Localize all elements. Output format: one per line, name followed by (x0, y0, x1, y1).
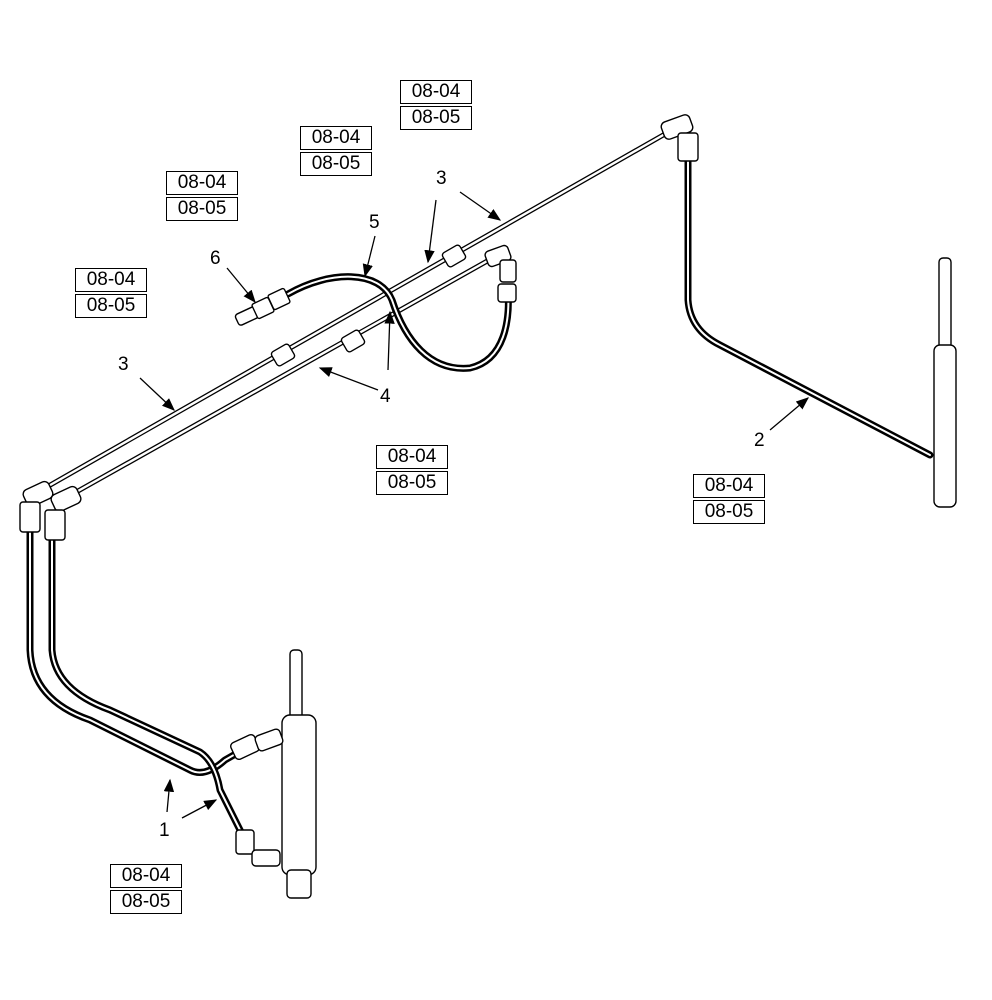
reference-box[interactable]: 08-04 (75, 268, 147, 292)
reference-box[interactable]: 08-05 (166, 197, 238, 221)
callout-3-right: 3 (436, 168, 447, 189)
reference-box[interactable]: 08-04 (166, 171, 238, 195)
callout-6: 6 (210, 248, 221, 269)
elbow-fitting (19, 480, 82, 541)
reference-box-group: 08-04 08-05 (693, 474, 765, 526)
reference-box[interactable]: 08-05 (400, 106, 472, 130)
leader-lines (139, 191, 809, 819)
elbow-fitting (660, 114, 699, 162)
cylinder-right (933, 257, 957, 508)
callout-1: 1 (159, 820, 170, 841)
reference-box[interactable]: 08-05 (300, 152, 372, 176)
tube-4 (59, 252, 501, 503)
reference-box[interactable]: 08-05 (376, 471, 448, 495)
tube-nut (270, 244, 467, 367)
reference-box-group: 08-04 08-05 (166, 171, 238, 223)
cylinder-port-fitting (230, 728, 284, 867)
reference-box-group: 08-04 08-05 (75, 268, 147, 320)
reference-box[interactable]: 08-04 (400, 80, 472, 104)
hose-1 (26, 526, 264, 844)
callout-5: 5 (369, 212, 380, 233)
quick-coupler (234, 287, 291, 326)
elbow-fitting (484, 244, 517, 303)
reference-box[interactable]: 08-04 (693, 474, 765, 498)
reference-box-group: 08-04 08-05 (400, 80, 472, 132)
tube-3 (35, 127, 675, 495)
reference-box[interactable]: 08-04 (376, 445, 448, 469)
callout-2: 2 (754, 430, 765, 451)
hose-2 (684, 146, 934, 459)
reference-box[interactable]: 08-05 (110, 890, 182, 914)
cylinder-left (281, 649, 317, 899)
callout-4: 4 (380, 386, 391, 407)
reference-box[interactable]: 08-04 (300, 126, 372, 150)
callout-3-left: 3 (118, 354, 129, 375)
reference-box-group: 08-04 08-05 (110, 864, 182, 916)
reference-box-group: 08-04 08-05 (376, 445, 448, 497)
reference-box[interactable]: 08-04 (110, 864, 182, 888)
hose-5 (284, 273, 512, 372)
reference-box[interactable]: 08-05 (75, 294, 147, 318)
reference-box-group: 08-04 08-05 (300, 126, 372, 178)
reference-box[interactable]: 08-05 (693, 500, 765, 524)
